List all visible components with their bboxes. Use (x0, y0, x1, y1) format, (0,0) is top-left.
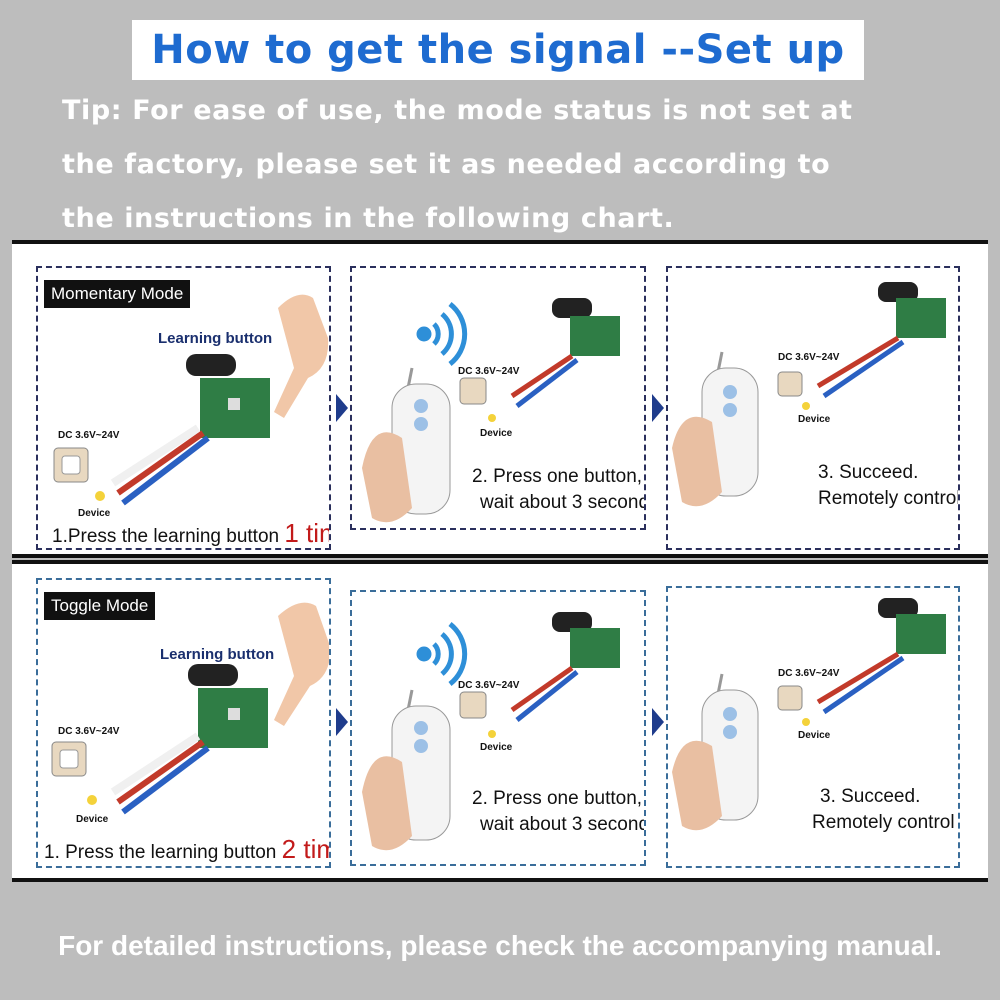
learning-button-label: Learning button (160, 646, 275, 663)
tip-line-3: the instructions in the following chart. (62, 203, 675, 234)
hand-icon (672, 740, 722, 831)
bulb-icon (87, 795, 97, 805)
hand-icon (274, 602, 329, 726)
bulb-icon (802, 718, 810, 726)
bulb-icon (488, 730, 496, 738)
bulb-icon (95, 491, 105, 501)
hand-icon (362, 756, 412, 851)
antenna-coil-icon (186, 354, 236, 376)
receiver-board-icon (896, 298, 946, 338)
hand-icon (672, 416, 722, 507)
receiver-illustration (53, 294, 329, 506)
arrow-right-icon (652, 708, 664, 736)
step-3-caption: 3. Succeed. Remotely control (812, 784, 955, 836)
success-illustration (672, 282, 946, 507)
device-label: Device (78, 508, 111, 519)
remote-illustration (362, 612, 620, 851)
step-2-line-1: 2. Press one button, (472, 466, 643, 487)
title-banner: How to get the signal --Set up (132, 20, 864, 80)
power-socket-icon (459, 691, 487, 719)
footer-note: For detailed instructions, please check … (58, 930, 942, 961)
arrow-right-icon (336, 394, 348, 422)
step-2-caption: 2. Press one button, wait about 3 second… (472, 464, 646, 516)
tip-text: Tip: For ease of use, the mode status is… (62, 84, 962, 246)
momentary-step-3: DC 3.6V~24V Device 3. Succeed. Remotely … (666, 266, 960, 550)
hand-icon (274, 294, 329, 418)
power-label: DC 3.6V~24V (778, 352, 840, 363)
success-illustration (672, 598, 946, 831)
step-1-text: 1. Press the learning button (44, 842, 282, 863)
signal-icon (416, 622, 468, 686)
momentary-mode-panel: Momentary Mode Learning button DC 3.6V~2… (12, 240, 988, 558)
power-label: DC 3.6V~24V (458, 366, 520, 377)
toggle-mode-label: Toggle Mode (44, 592, 156, 620)
step-2-line-1: 2. Press one button, (472, 788, 643, 809)
step-1-text: 1.Press the learning button (52, 526, 285, 547)
receiver-board-icon (570, 628, 620, 668)
step-3-line-1: 3. Succeed. (818, 462, 919, 483)
device-label: Device (480, 428, 513, 439)
receiver-illustration (51, 602, 329, 815)
step-3-line-2: Remotely control (812, 812, 955, 833)
power-label: DC 3.6V~24V (58, 726, 120, 737)
receiver-board-icon (570, 316, 620, 356)
tip-line-1: Tip: For ease of use, the mode status is… (62, 95, 853, 126)
toggle-step-3: DC 3.6V~24V Device 3. Succeed. Remotely … (666, 586, 960, 868)
remote-illustration (362, 298, 620, 523)
signal-icon (416, 302, 468, 366)
arrow-right-icon (652, 394, 664, 422)
device-label: Device (798, 730, 831, 741)
step-3-line-2: Remotely control (818, 488, 960, 509)
power-socket-icon (459, 377, 487, 405)
bulb-icon (488, 414, 496, 422)
bulb-icon (802, 402, 810, 410)
step-1-caption: 1.Press the learning button 1 time (52, 518, 329, 548)
receiver-board-icon (896, 614, 946, 654)
momentary-mode-label: Momentary Mode (44, 280, 191, 308)
step-3-caption: 3. Succeed. Remotely control (818, 460, 960, 512)
arrow-right-icon (336, 708, 348, 736)
momentary-step-2: DC 3.6V~24V Device 2. Press one button, … (350, 266, 646, 530)
step-1-caption: 1. Press the learning button 2 times (44, 834, 329, 866)
toggle-step-1: Toggle Mode Learning button DC 3.6V~24V … (36, 578, 331, 868)
step-3-line-1: 3. Succeed. (820, 786, 921, 807)
step-1-count: 1 time (284, 518, 329, 548)
momentary-step-1: Momentary Mode Learning button DC 3.6V~2… (36, 266, 331, 550)
device-label: Device (480, 742, 513, 753)
tip-line-2: the factory, please set it as needed acc… (62, 149, 831, 180)
power-label: DC 3.6V~24V (458, 680, 520, 691)
step-2-line-2: wait about 3 seconds (480, 814, 646, 835)
toggle-step-2: DC 3.6V~24V Device 2. Press one button, … (350, 590, 646, 866)
power-socket-icon (777, 371, 803, 397)
power-socket-icon (777, 685, 803, 711)
power-label: DC 3.6V~24V (778, 668, 840, 679)
toggle-mode-panel: Toggle Mode Learning button DC 3.6V~24V … (12, 560, 988, 882)
step-2-line-2: wait about 3 seconds (480, 492, 646, 513)
hand-icon (362, 432, 412, 523)
step-2-caption: 2. Press one button, wait about 3 second… (472, 786, 646, 838)
device-label: Device (798, 414, 831, 425)
antenna-coil-icon (188, 664, 238, 686)
power-label: DC 3.6V~24V (58, 430, 120, 441)
step-1-count: 2 times (281, 834, 329, 864)
device-label: Device (76, 814, 109, 825)
learning-button-label: Learning button (158, 330, 273, 347)
page-title: How to get the signal --Set up (151, 27, 845, 73)
